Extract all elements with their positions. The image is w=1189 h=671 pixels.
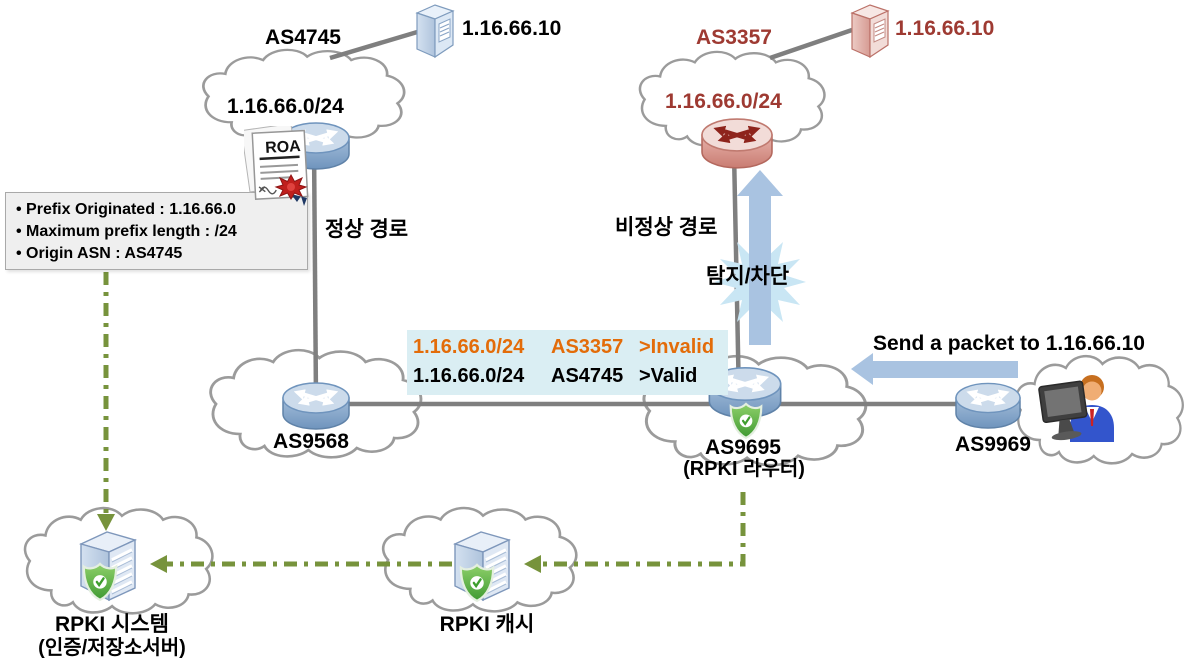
as3357-prefix-label: 1.16.66.0/24 bbox=[665, 90, 782, 113]
roa-info-box: • Prefix Originated : 1.16.66.0 • Maximu… bbox=[5, 192, 308, 270]
server-icon-victim bbox=[416, 4, 454, 58]
detect-block-label: 탐지/차단 bbox=[706, 265, 790, 288]
rpki-system-sublabel: (인증/저장소서버) bbox=[38, 637, 186, 659]
link-as4745-server bbox=[329, 27, 425, 61]
victim-ip-label: 1.16.66.10 bbox=[462, 17, 562, 40]
arrowhead-left-rpki-system bbox=[150, 555, 167, 573]
router-icon-as9568 bbox=[283, 383, 349, 429]
roa-document-icon bbox=[244, 126, 309, 206]
monitor-icon bbox=[1038, 380, 1088, 441]
route-invalid-prefix: 1.16.66.0/24 bbox=[413, 336, 525, 358]
normal-path-label: 정상 경로 bbox=[325, 218, 409, 241]
abnormal-path-label: 비정상 경로 bbox=[615, 216, 718, 239]
user-workstation-icon bbox=[1038, 375, 1114, 442]
server-icon-hijacker bbox=[851, 4, 889, 58]
roa-info-line-3: • Origin ASN : AS4745 bbox=[16, 245, 183, 262]
route-valid-state: >Valid bbox=[639, 365, 698, 387]
rpki-sync-arrowheads bbox=[97, 514, 541, 573]
link-as3357-server bbox=[769, 27, 853, 61]
route-invalid-origin: AS3357 bbox=[551, 336, 624, 358]
arrow-hijack-path-up bbox=[737, 170, 783, 345]
hijacker-ip-label: 1.16.66.10 bbox=[895, 17, 995, 40]
route-valid-origin: AS4745 bbox=[551, 365, 624, 387]
roa-info-line-1: • Prefix Originated : 1.16.66.0 bbox=[16, 201, 236, 218]
arrowhead-down-rpki-system bbox=[97, 514, 115, 531]
arrowhead-left-rpki-cache bbox=[524, 555, 541, 573]
roa-info-line-2: • Maximum prefix length : /24 bbox=[16, 223, 237, 240]
route-row-valid: 1.16.66.0/24 AS4745 >Valid bbox=[413, 362, 728, 391]
as9695-label: AS9695 bbox=[705, 436, 781, 459]
rpki-sync-links bbox=[103, 272, 746, 567]
route-row-invalid: 1.16.66.0/24 AS3357 >Invalid bbox=[413, 333, 728, 362]
route-invalid-state: >Invalid bbox=[639, 336, 715, 358]
roa-label: ROA bbox=[264, 138, 302, 157]
as4745-prefix-label: 1.16.66.0/24 bbox=[227, 95, 344, 118]
router-icon-as9969 bbox=[956, 383, 1020, 428]
as9969-label: AS9969 bbox=[955, 433, 1031, 456]
as9568-label: AS9568 bbox=[273, 430, 349, 453]
route-valid-prefix: 1.16.66.0/24 bbox=[413, 365, 525, 387]
roa-signature bbox=[258, 186, 277, 195]
roa-seal-icon bbox=[274, 173, 308, 206]
network-links bbox=[311, 27, 990, 407]
send-packet-label: Send a packet to 1.16.66.10 bbox=[873, 332, 1145, 355]
link-as4745-as9568 bbox=[311, 144, 319, 401]
router-icon-as3357-hijacker bbox=[702, 119, 772, 168]
rpki-cache-label: RPKI 캐시 bbox=[439, 613, 535, 636]
arrow-send-packet bbox=[851, 353, 1018, 385]
as3357-label: AS3357 bbox=[696, 26, 772, 49]
arrow-router-to-rpki-cache bbox=[539, 492, 746, 567]
rpki-system-label: RPKI 시스템 bbox=[55, 613, 169, 636]
as4745-label: AS4745 bbox=[265, 26, 341, 49]
as9695-sublabel: (RPKI 라우터) bbox=[683, 458, 805, 480]
